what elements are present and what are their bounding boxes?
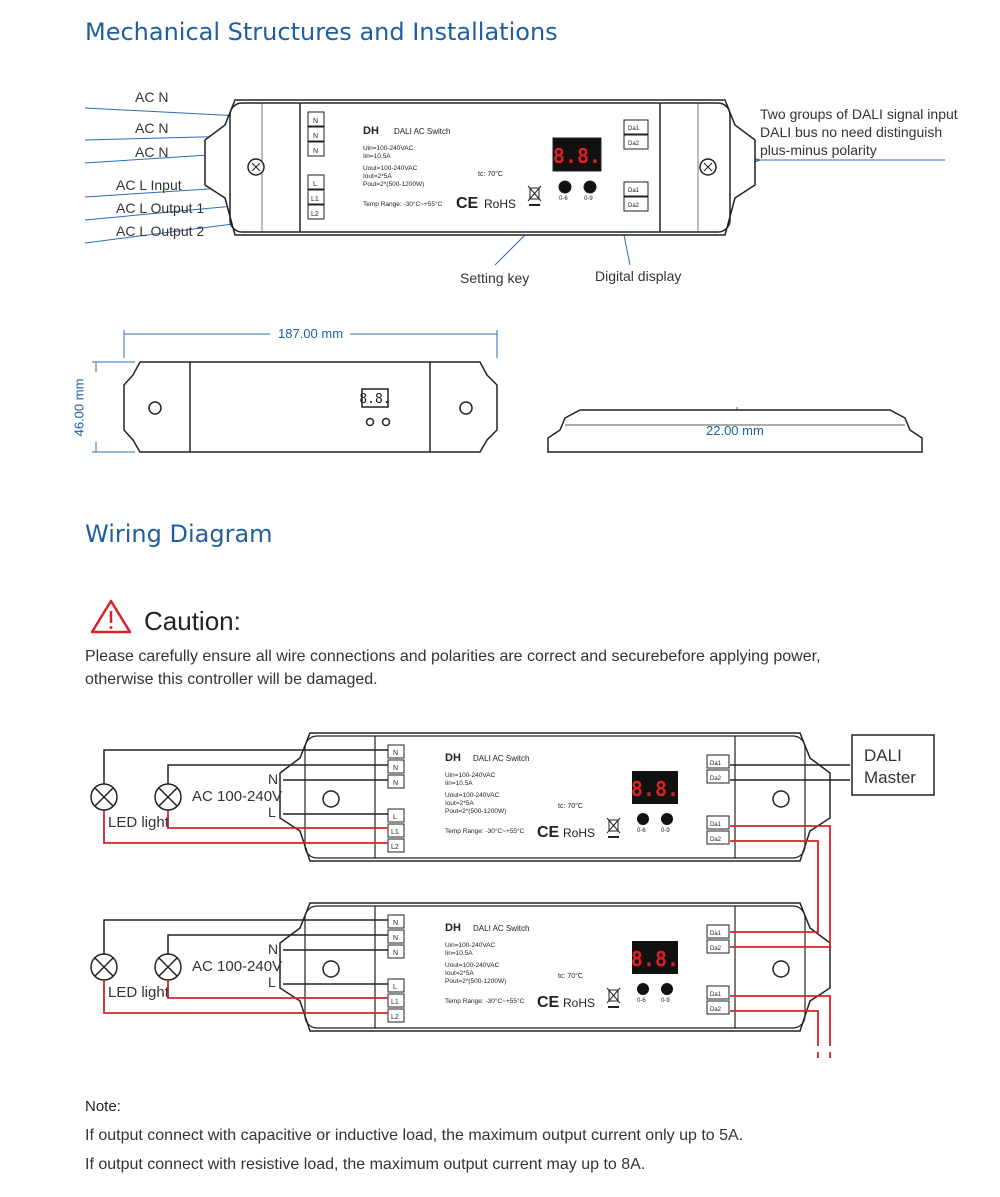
svg-text:Da1: Da1 xyxy=(628,126,640,132)
svg-text:Da2: Da2 xyxy=(628,141,640,147)
label-ac-l-output-1: AC L Output 1 xyxy=(116,200,205,216)
label-dali-note-3: plus-minus polarity xyxy=(760,142,877,158)
label-ac-n-2: AC N xyxy=(135,120,169,136)
dali-master-label-2: Master xyxy=(864,768,916,787)
svg-text:Iin=10.5A: Iin=10.5A xyxy=(363,153,391,160)
caution-line-2: otherwise this controller will be damage… xyxy=(85,671,378,688)
wiring-ac-label-1: AC 100-240V xyxy=(192,788,283,805)
svg-text:Uin=100-240VAC: Uin=100-240VAC xyxy=(363,145,414,152)
wiring-n-label-2: N xyxy=(268,941,279,957)
label-digital-display: Digital display xyxy=(595,268,682,284)
section-title-mechanical: Mechanical Structures and Installations xyxy=(85,18,558,46)
svg-text:L2: L2 xyxy=(311,211,319,218)
svg-text:CE: CE xyxy=(456,195,479,212)
svg-text:Pout=2*(500-1200W): Pout=2*(500-1200W) xyxy=(363,181,424,188)
svg-text:Uout=100-240VAC: Uout=100-240VAC xyxy=(363,165,418,172)
svg-text:tc: 70°C: tc: 70°C xyxy=(478,170,503,178)
wiring-led-label-1: LED light xyxy=(108,814,169,831)
wiring-led-label-2: LED light xyxy=(108,984,169,1001)
label-ac-l-input: AC L Input xyxy=(116,177,182,193)
svg-text:Da2: Da2 xyxy=(628,203,640,209)
label-ac-l-output-2: AC L Output 2 xyxy=(116,223,205,239)
svg-text:0-9: 0-9 xyxy=(584,196,593,202)
caution-title: Caution: xyxy=(144,606,241,636)
wiring-l-label-1: L xyxy=(268,804,276,820)
svg-text:N: N xyxy=(313,118,318,125)
label-dali-note-2: DALI bus no need distinguish xyxy=(760,124,943,140)
dimension-height: 22.00 mm xyxy=(706,423,764,438)
note-title: Note: xyxy=(85,1098,121,1115)
svg-text:DH: DH xyxy=(363,125,379,137)
svg-text:Iout=2*5A: Iout=2*5A xyxy=(363,173,392,180)
svg-text:Da1: Da1 xyxy=(628,188,640,194)
svg-text:L1: L1 xyxy=(311,196,319,203)
wiring-ac-label-2: AC 100-240V xyxy=(192,958,283,975)
label-ac-n-1: AC N xyxy=(135,89,169,105)
svg-text:L: L xyxy=(313,181,317,188)
section-title-wiring: Wiring Diagram xyxy=(85,520,273,548)
label-ac-n-3: AC N xyxy=(135,144,169,160)
svg-text:RoHS: RoHS xyxy=(484,197,516,211)
dali-master-label-1: DALI xyxy=(864,746,902,765)
svg-text:N: N xyxy=(313,133,318,140)
svg-text:0-6: 0-6 xyxy=(559,196,568,202)
dimension-length: 187.00 mm xyxy=(278,326,344,341)
caution-line-1: Please carefully ensure all wire connect… xyxy=(85,648,821,665)
svg-text:8.8.: 8.8. xyxy=(359,392,390,407)
svg-text:8.8.: 8.8. xyxy=(553,144,601,168)
note-line-2: If output connect with resistive load, t… xyxy=(85,1156,646,1173)
caution-text: Please carefully ensure all wire connect… xyxy=(85,645,985,691)
label-setting-key: Setting key xyxy=(460,270,530,286)
svg-text:Temp Range: -30°C~+55°C: Temp Range: -30°C~+55°C xyxy=(363,200,443,208)
svg-text:DALI AC Switch: DALI AC Switch xyxy=(394,127,450,136)
device-top-view-diagram: 8.8. DH DALI AC Switch Uin=100-240VAC Ii… xyxy=(84,99,945,453)
label-dali-note-1: Two groups of DALI signal input xyxy=(760,106,958,122)
svg-text:N: N xyxy=(313,148,318,155)
wiring-l-label-2: L xyxy=(268,974,276,990)
wiring-n-label-1: N xyxy=(268,771,279,787)
note-line-1: If output connect with capacitive or ind… xyxy=(85,1127,744,1144)
